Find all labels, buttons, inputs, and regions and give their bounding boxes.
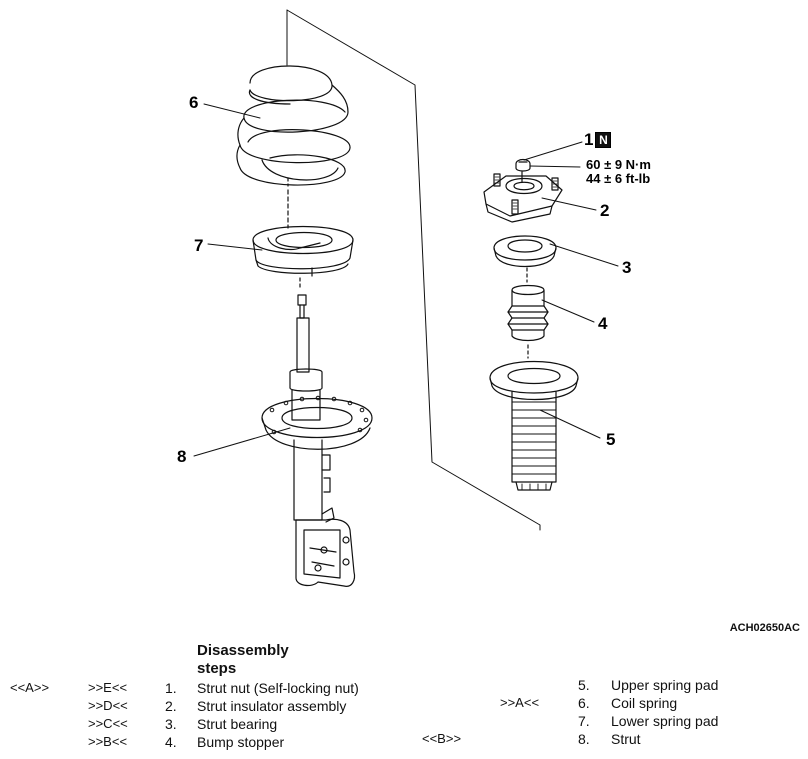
steps-title: Disassembly steps (197, 642, 289, 677)
step-2-number: 2. (165, 698, 177, 714)
strut-bearing (493, 235, 557, 283)
leader-lines (193, 103, 619, 457)
callout-1-number: 1 (584, 130, 594, 149)
figure-id: ACH02650AC (729, 622, 800, 634)
step-4-number: 4. (165, 734, 177, 750)
bump-stopper (507, 284, 549, 359)
step-1-mark-right: >>E<< (88, 680, 128, 695)
step-8-mark-left: <<B>> (422, 731, 462, 746)
exploded-strut-diagram (193, 9, 619, 587)
step-7-number: 7. (578, 713, 590, 729)
leader-line-2 (541, 197, 597, 211)
new-part-badge: N (595, 132, 612, 148)
step-2-mark-right: >>D<< (88, 698, 128, 713)
step-2-label: Strut insulator assembly (197, 698, 347, 714)
torque-spec: 60 ± 9 N·m 44 ± 6 ft-lb (586, 158, 651, 186)
callout-3: 3 (622, 258, 632, 277)
callout-7: 7 (194, 236, 204, 255)
callout-8: 8 (177, 447, 187, 466)
callout-4: 4 (598, 314, 608, 333)
callout-2: 2 (600, 201, 610, 220)
assembly-center-line (286, 9, 541, 531)
step-1-label: Strut nut (Self-locking nut) (197, 680, 359, 696)
step-8-label: Strut (611, 731, 641, 747)
leader-line-4 (541, 299, 595, 323)
leader-line-6 (203, 103, 261, 119)
step-3-mark-right: >>C<< (88, 716, 128, 731)
step-4-mark-right: >>B<< (88, 734, 128, 749)
dust-boot-ribs (511, 401, 557, 475)
callout-5: 5 (606, 430, 616, 449)
upper-spring-pad (489, 360, 579, 491)
lower-spring-pad (252, 225, 354, 291)
leader-line-torque (529, 165, 581, 168)
leader-line-8 (193, 427, 291, 457)
step-8-number: 8. (578, 731, 590, 747)
strut (261, 294, 373, 587)
step-1-mark-left: <<A>> (10, 680, 50, 695)
step-5-label: Upper spring pad (611, 677, 719, 693)
callout-6: 6 (189, 93, 199, 112)
leader-line-7 (207, 243, 263, 251)
torque-metric: 60 ± 9 N·m (586, 157, 651, 172)
step-3-number: 3. (165, 716, 177, 732)
step-4-label: Bump stopper (197, 734, 285, 750)
coil-spring (236, 65, 351, 229)
step-3-label: Strut bearing (197, 716, 278, 732)
step-1-number: 1. (165, 680, 177, 696)
leader-line-3 (549, 243, 619, 267)
step-5-number: 5. (578, 677, 590, 693)
step-6-mark-right: >>A<< (500, 695, 540, 710)
leader-line-1 (523, 141, 583, 161)
step-7-label: Lower spring pad (611, 713, 719, 729)
strut-nut (515, 158, 531, 172)
leader-line-5 (539, 409, 601, 439)
step-6-number: 6. (578, 695, 590, 711)
step-6-label: Coil spring (611, 695, 678, 711)
torque-imperial: 44 ± 6 ft-lb (586, 171, 651, 186)
strut-insulator (483, 171, 563, 223)
